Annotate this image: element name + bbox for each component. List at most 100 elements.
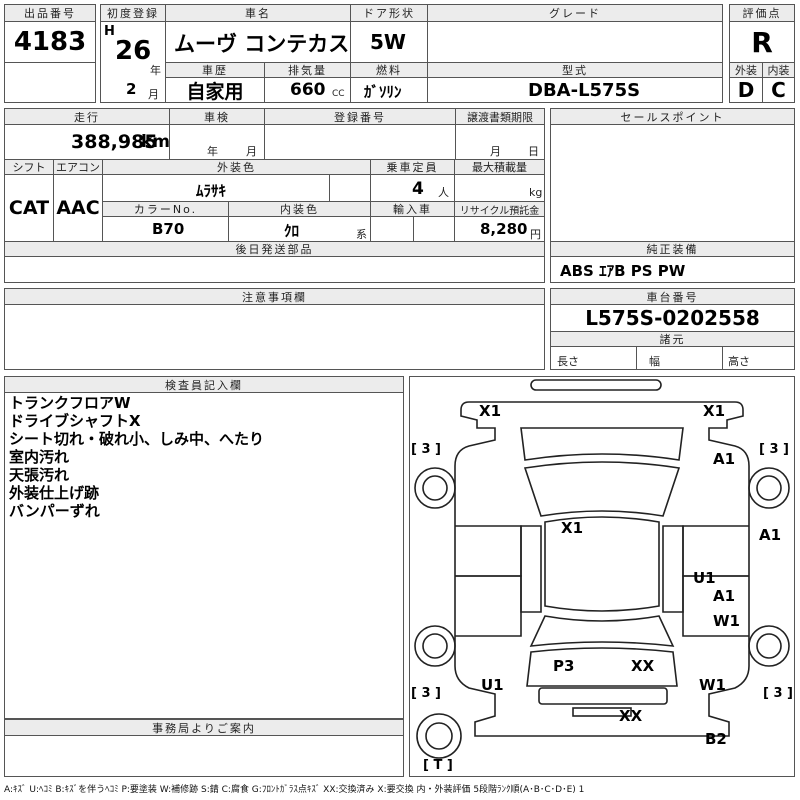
era-mark: H xyxy=(104,24,115,39)
color-value: ﾑﾗｻｷ xyxy=(196,182,227,200)
later-parts-label: 後日発送部品 xyxy=(4,241,545,257)
import-cell-a xyxy=(370,216,414,242)
car-name-label: 車名 xyxy=(165,4,351,22)
left-pillar-shape xyxy=(520,525,542,613)
color-label: 外装色 xyxy=(102,159,371,175)
interior-color-unit: 系 xyxy=(356,228,367,241)
displacement-cell xyxy=(264,77,351,103)
interior-color-value: ｸﾛ xyxy=(284,222,300,240)
hood-shape xyxy=(523,461,681,517)
transfer-cell xyxy=(455,124,545,160)
interior-color-label: 内装色 xyxy=(228,201,371,217)
transfer-day-unit: 日 xyxy=(528,145,539,158)
fuel-label: 燃料 xyxy=(350,62,428,78)
color-no-label: カラーNo. xyxy=(102,201,229,217)
lot-number: 4183 xyxy=(13,27,87,57)
mileage-unit: km xyxy=(141,132,171,152)
shift-cell xyxy=(4,174,54,242)
rear-bumper-shape xyxy=(538,687,668,705)
front-bumper-shape xyxy=(530,379,662,391)
body-outline-shape xyxy=(454,401,750,737)
interior-grade: C xyxy=(771,78,786,102)
import-cell-b xyxy=(413,216,455,242)
notes-label: 注意事項欄 xyxy=(4,288,545,305)
recycle-value: 8,280 xyxy=(480,220,528,238)
chassis-number: L575S-0202558 xyxy=(585,306,760,330)
notes-cell xyxy=(4,304,545,370)
spare-hub-shape xyxy=(425,722,453,750)
tire-bracket: [ T ] xyxy=(423,758,453,773)
inspector-note-line: バンパーずれ xyxy=(9,502,100,520)
fuel-value: ｶﾞｿﾘﾝ xyxy=(364,83,402,101)
reg-month: 2 xyxy=(126,80,137,98)
width-label: 幅 xyxy=(649,355,660,368)
inspector-notes: トランクフロアW ドライブシャフトX シート切れ・破れ小、しみ中、へたり 室内汚… xyxy=(9,394,264,520)
lot-label: 出品番号 xyxy=(4,4,96,22)
inspection-year-unit: 年 xyxy=(207,145,218,158)
displacement-unit: CC xyxy=(332,89,345,99)
inspector-note-line: ドライブシャフトX xyxy=(9,412,141,430)
front-left-wheel-shape xyxy=(414,467,456,509)
damage-mark: A1 xyxy=(713,450,735,468)
model-cell xyxy=(427,77,723,103)
model-label: 型式 xyxy=(427,62,723,78)
transfer-month-unit: 月 xyxy=(490,145,501,158)
length-cell xyxy=(550,346,637,370)
recycle-label: リサイクル預託金 xyxy=(454,201,545,217)
right-rear-door-shape xyxy=(682,575,749,637)
displacement-value: 660 xyxy=(290,80,326,100)
inspector-note-line: 天張汚れ xyxy=(9,466,70,484)
damage-mark: P3 xyxy=(553,657,574,675)
rear-glass-shape xyxy=(529,615,675,647)
interior-color-cell xyxy=(228,216,371,242)
lot-blank-cell xyxy=(4,62,96,103)
max-load-cell xyxy=(454,174,545,202)
exterior-label: 外装 xyxy=(729,62,763,78)
grade-label: グレード xyxy=(427,4,723,22)
tire-bracket: [ 3 ] xyxy=(763,686,793,701)
recycle-cell xyxy=(454,216,545,242)
left-rear-door-shape xyxy=(455,575,522,637)
inspector-cell xyxy=(4,392,404,719)
inspector-note-line: トランクフロアW xyxy=(9,394,131,412)
door-label: ドア形状 xyxy=(350,4,428,22)
first-reg-cell xyxy=(100,21,166,103)
damage-mark: W1 xyxy=(699,676,726,694)
legend-text: A:ｷｽﾞ U:ﾍｺﾐ B:ｷｽﾞを伴うﾍｺﾐ P:要塗装 W:補修跡 S:錆 … xyxy=(4,785,585,795)
specs-label: 諸元 xyxy=(550,331,795,347)
left-front-door-shape xyxy=(455,525,522,577)
capacity-label: 乗車定員 xyxy=(370,159,455,175)
transfer-label: 譲渡書類期限 xyxy=(455,108,545,125)
inspection-month-unit: 月 xyxy=(246,145,257,158)
rear-left-wheel-shape xyxy=(414,625,456,667)
history-cell xyxy=(165,77,265,103)
max-load-unit: kg xyxy=(529,186,543,199)
month-unit: 月 xyxy=(148,88,159,101)
height-label: 高さ xyxy=(728,355,750,368)
damage-mark: U1 xyxy=(693,569,716,587)
damage-mark: A1 xyxy=(713,587,735,605)
inspector-note-line: 室内汚れ xyxy=(9,448,70,466)
shift-value: CAT xyxy=(8,197,50,219)
sales-points-label: セールスポイント xyxy=(550,108,795,125)
inspector-label: 検査員記入欄 xyxy=(4,376,404,393)
capacity-value: 4 xyxy=(412,179,424,199)
color-extra-cell xyxy=(329,174,371,202)
interior-label: 内装 xyxy=(762,62,795,78)
capacity-cell xyxy=(370,174,455,202)
damage-mark: X1 xyxy=(703,402,725,420)
history-value: 自家用 xyxy=(186,80,244,103)
equipment-cell xyxy=(550,256,795,283)
damage-mark: U1 xyxy=(481,676,504,694)
inspection-label: 車検 xyxy=(169,108,265,125)
equipment-label: 純正装備 xyxy=(550,241,795,257)
inspector-note-line: 外装仕上げ跡 xyxy=(9,484,100,502)
right-pillar-shape xyxy=(662,525,684,613)
score-label: 評価点 xyxy=(729,4,795,22)
roof-shape xyxy=(544,516,660,612)
inspector-note-line: シート切れ・破れ小、しみ中、へたり xyxy=(9,430,265,448)
front-right-wheel-shape xyxy=(748,467,790,509)
windshield-shape xyxy=(520,427,684,461)
lot-cell xyxy=(4,21,96,63)
mileage-value: 388,985 xyxy=(71,131,158,153)
